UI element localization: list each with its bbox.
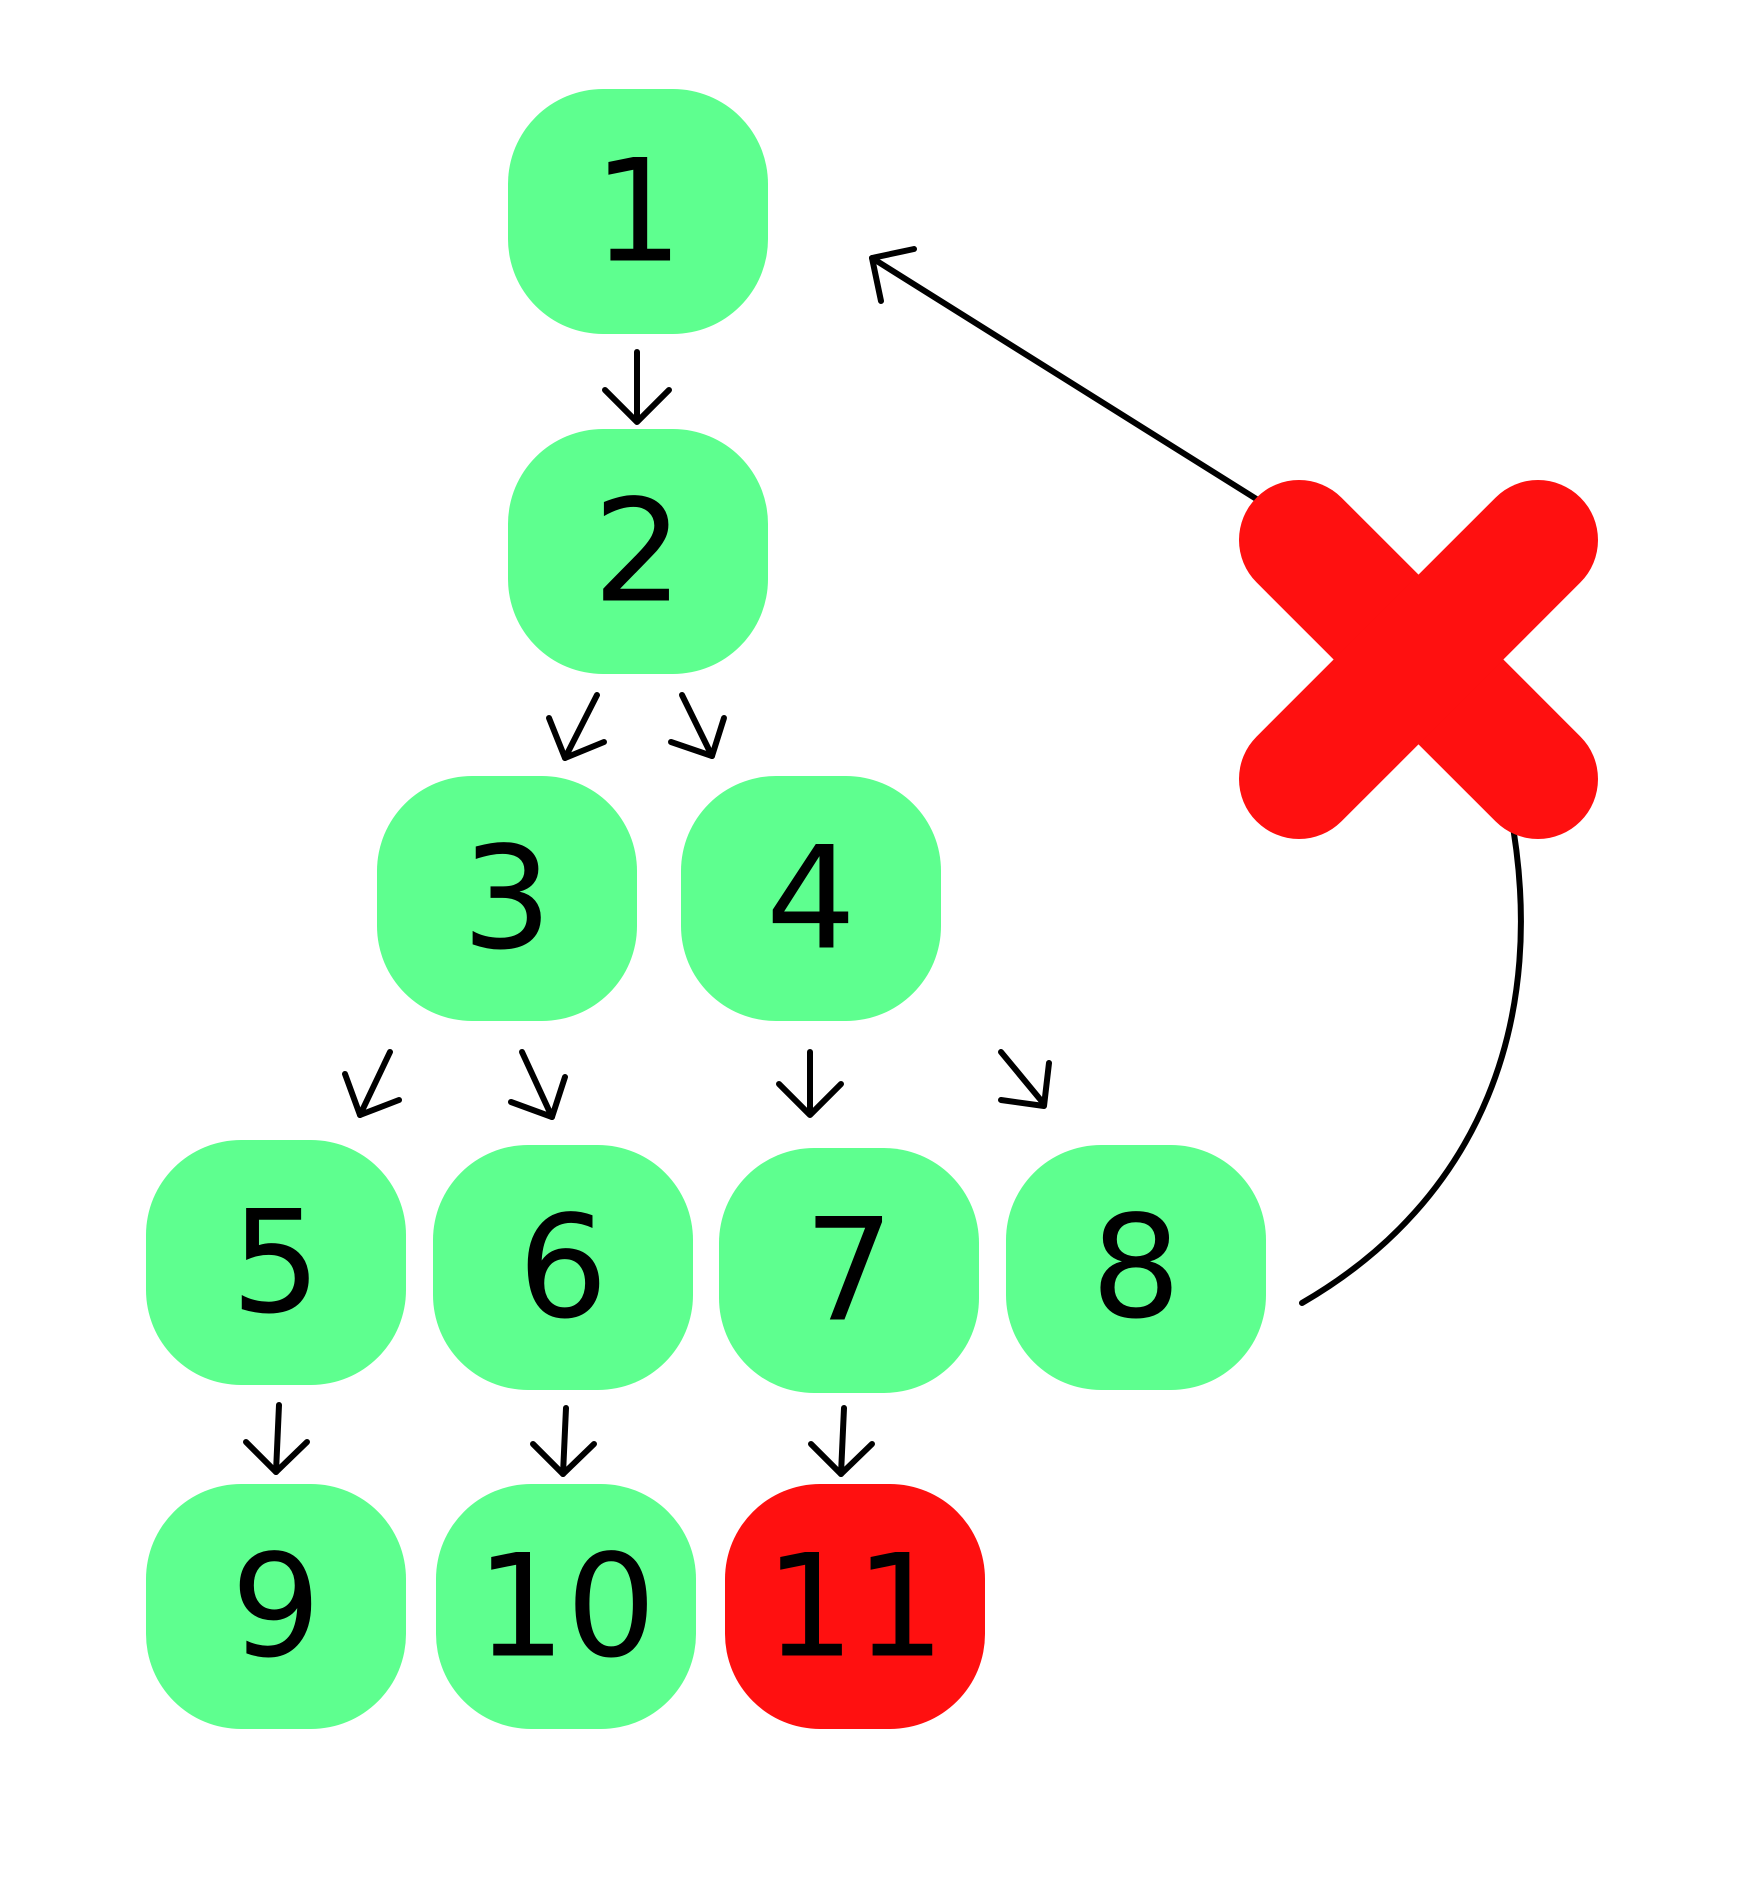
node-1: 1	[508, 89, 768, 334]
edge-2-to-3	[546, 692, 607, 761]
node-2: 2	[508, 429, 768, 674]
node-10: 10	[436, 1484, 696, 1729]
node-4: 4	[681, 776, 941, 1021]
edge-4-to-8	[998, 1049, 1052, 1109]
node-label: 10	[476, 1525, 657, 1690]
edge-3-to-6	[508, 1049, 568, 1120]
node-label: 7	[804, 1189, 894, 1354]
node-8: 8	[1006, 1145, 1266, 1390]
node-label: 3	[462, 817, 552, 982]
node-label: 9	[231, 1525, 321, 1690]
node-9: 9	[146, 1484, 406, 1729]
edge-5-to-9	[243, 1402, 310, 1475]
node-label: 1	[593, 130, 683, 295]
edge-3-to-5	[342, 1049, 402, 1118]
node-6: 6	[433, 1145, 693, 1390]
node-3: 3	[377, 776, 637, 1021]
node-label: 6	[518, 1186, 608, 1351]
edges	[243, 246, 1524, 1477]
blocked-cross-icon	[1239, 480, 1598, 839]
edge-7-to-11	[808, 1405, 875, 1477]
edge-6-to-10	[530, 1405, 597, 1477]
edge-1-to-2	[602, 349, 672, 425]
node-label: 4	[766, 817, 856, 982]
node-11: 11	[725, 1484, 985, 1729]
node-7: 7	[719, 1148, 979, 1393]
edge-8-to-1-blocked	[869, 246, 1524, 1306]
nodes: 1 2 3 4 5 6 7 8	[146, 89, 1266, 1729]
edge-4-to-7	[776, 1049, 844, 1118]
edge-2-to-4	[668, 692, 727, 759]
node-label: 11	[765, 1525, 946, 1690]
node-5: 5	[146, 1140, 406, 1385]
node-label: 8	[1091, 1186, 1181, 1351]
node-label: 5	[231, 1181, 321, 1346]
node-label: 2	[593, 470, 683, 635]
